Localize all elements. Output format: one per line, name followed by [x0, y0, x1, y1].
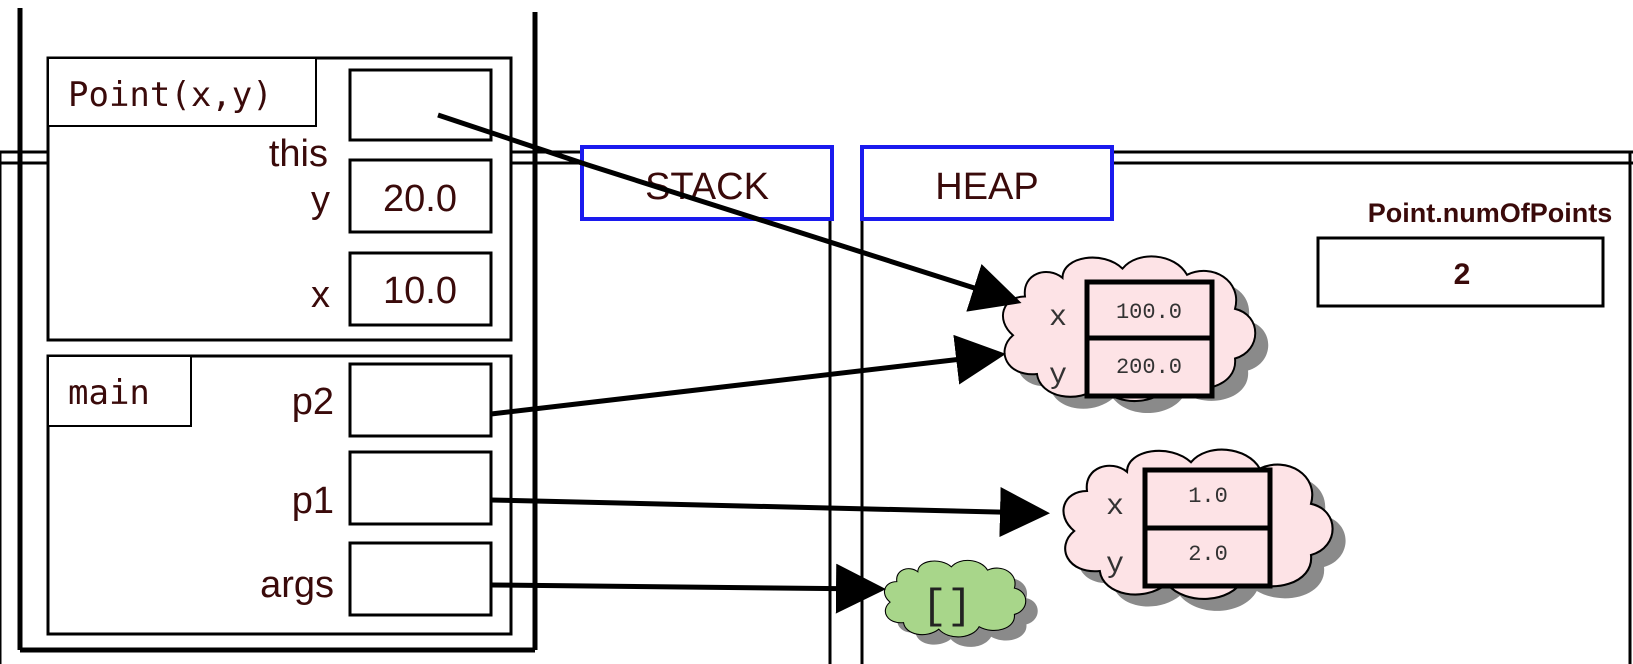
field-value-x: 100.0	[1116, 300, 1182, 325]
field-value-y: 200.0	[1116, 355, 1182, 380]
main-frame: main p2 p1 args	[46, 354, 513, 636]
stack-label: STACK	[580, 145, 834, 221]
args-array-object: []	[883, 559, 1038, 647]
var-name-y: y	[311, 179, 330, 221]
field-value-y: 2.0	[1188, 542, 1228, 567]
references	[437, 112, 1050, 614]
var-name-this: this	[269, 133, 328, 175]
static-field-name: Point.numOfPoints	[1368, 198, 1612, 228]
args-reference-arrow	[490, 563, 886, 614]
field-name-y: y	[1106, 548, 1124, 582]
field-name-y: y	[1049, 359, 1067, 393]
var-box-p2	[348, 362, 493, 438]
var-box-this	[348, 68, 493, 142]
heap-label: HEAP	[860, 145, 1114, 221]
var-box-p1	[348, 450, 493, 526]
static-field-value: 2	[1454, 258, 1471, 291]
var-name-args: args	[260, 564, 334, 606]
var-name-x: x	[311, 274, 330, 316]
var-name-p2: p2	[292, 381, 334, 423]
heap-object-2: x 1.0 y 2.0	[1062, 448, 1346, 611]
var-value-y: 20.0	[383, 178, 457, 220]
heap-object-1: x 100.0 y 200.0	[1001, 255, 1269, 414]
var-name-p1: p1	[292, 480, 334, 522]
point-constructor-frame: Point(x,y) this y 20.0 x 10.0	[46, 56, 513, 342]
field-value-x: 1.0	[1188, 484, 1228, 509]
heap-label-text: HEAP	[935, 166, 1038, 208]
field-name-x: x	[1049, 301, 1067, 335]
var-box-args	[348, 541, 493, 617]
this-reference-arrow	[437, 112, 1022, 312]
p1-reference-arrow	[490, 487, 1050, 538]
var-value-x: 10.0	[383, 270, 457, 312]
frame-title: Point(x,y)	[68, 75, 273, 115]
args-array-label: []	[922, 583, 972, 631]
static-field-numofpoints: Point.numOfPoints 2	[1316, 198, 1612, 308]
frame-title: main	[68, 373, 150, 413]
var-box-x	[348, 251, 493, 327]
field-name-x: x	[1106, 490, 1124, 524]
p2-reference-arrow	[490, 334, 1006, 417]
var-box-y	[348, 158, 493, 234]
